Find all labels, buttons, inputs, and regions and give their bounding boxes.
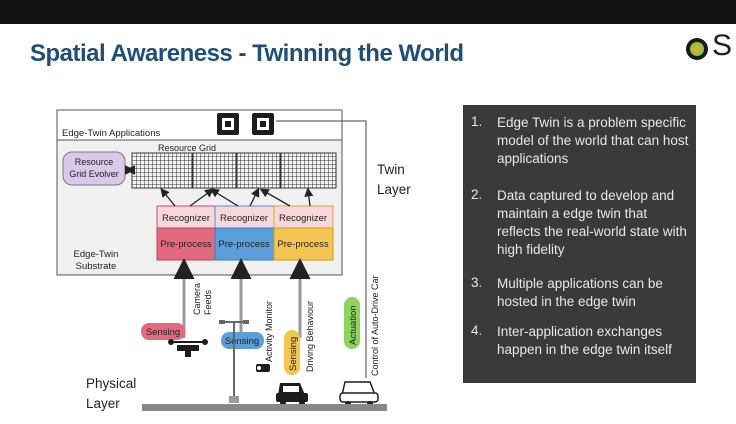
edge-twin-applications-label: Edge-Twin Applications xyxy=(62,128,160,139)
info-item-number: 1. xyxy=(471,114,483,129)
preprocess-label-1: Pre-process xyxy=(160,239,211,250)
sensing-arrows xyxy=(173,258,311,338)
actuation-pill xyxy=(344,297,360,349)
control-auto-drive-label: Control of Auto-Drive Car xyxy=(370,275,380,376)
resource-grid xyxy=(131,152,337,189)
info-item-text: Inter-application exchanges happen in th… xyxy=(497,324,672,357)
recognizer-label-1: Recognizer xyxy=(162,213,210,224)
substrate-line-2: Substrate xyxy=(76,261,117,272)
info-item-number: 4. xyxy=(471,323,483,338)
sensing-pill-blue xyxy=(221,332,264,349)
app-icon-1 xyxy=(217,113,239,135)
info-item-text: Edge Twin is a problem specific model of… xyxy=(497,115,689,166)
activity-monitor-label: Activity Monitor xyxy=(264,301,274,362)
ground-line xyxy=(142,404,387,411)
info-item-number: 3. xyxy=(471,275,483,290)
info-item-number: 2. xyxy=(471,187,483,202)
recognizer-label-3: Recognizer xyxy=(279,213,327,224)
sensing-label-pink: Sensing xyxy=(146,327,180,338)
street-lamp-icon xyxy=(219,320,249,403)
car-icon xyxy=(276,383,308,406)
top-bar xyxy=(0,0,736,24)
grid-cell xyxy=(192,152,237,189)
app-icon-2 xyxy=(252,113,274,135)
twin-layer-line-2: Layer xyxy=(377,182,411,197)
grid-cell xyxy=(236,152,281,189)
slide-title: Spatial Awareness - Twinning the World xyxy=(30,40,464,67)
recognizer-label-2: Recognizer xyxy=(220,213,268,224)
logo-icon xyxy=(686,38,708,60)
info-panel: 1. Edge Twin is a problem specific model… xyxy=(463,105,696,383)
actuation-label: Actuation xyxy=(348,305,359,345)
grid-cell xyxy=(131,152,193,189)
sensing-label-blue: Sensing xyxy=(225,336,259,347)
physical-layer-line-1: Physical xyxy=(86,376,136,391)
substrate-line-1: Edge-Twin xyxy=(74,249,119,260)
edge-twin-applications-box xyxy=(56,109,343,141)
twin-layer-line-1: Twin xyxy=(377,162,405,177)
auto-drive-car-icon xyxy=(339,381,379,407)
camera-feeds-line-2: Feeds xyxy=(203,289,213,315)
resource-grid-label: Resource Grid xyxy=(158,143,216,153)
preprocess-3 xyxy=(273,227,334,261)
evolver-line-2: Grid Evolver xyxy=(69,169,119,179)
sensing-label-yellow: Sensing xyxy=(288,337,299,371)
sensing-pill-pink xyxy=(141,323,185,340)
sensing-pill-yellow xyxy=(284,330,300,375)
preprocess-label-2: Pre-process xyxy=(218,239,269,250)
evolver-line-1: Resource xyxy=(75,157,114,167)
driving-behaviour-label: Driving Behaviour xyxy=(305,301,315,372)
drone-icon xyxy=(168,339,208,357)
recognizer-to-grid-arrows xyxy=(160,187,314,207)
preprocess-label-3: Pre-process xyxy=(277,239,328,250)
info-item-text: Multiple applications can be hosted in t… xyxy=(497,276,663,309)
logo-letter: S xyxy=(712,29,733,62)
camera-feeds-line-1: Camera xyxy=(192,283,202,315)
camera-icon xyxy=(256,364,270,372)
grid-cell xyxy=(280,152,337,189)
info-item-text: Data captured to develop and maintain a … xyxy=(497,188,687,257)
control-line xyxy=(276,120,367,378)
preprocess-2 xyxy=(214,227,275,261)
physical-layer-line-2: Layer xyxy=(86,396,120,411)
